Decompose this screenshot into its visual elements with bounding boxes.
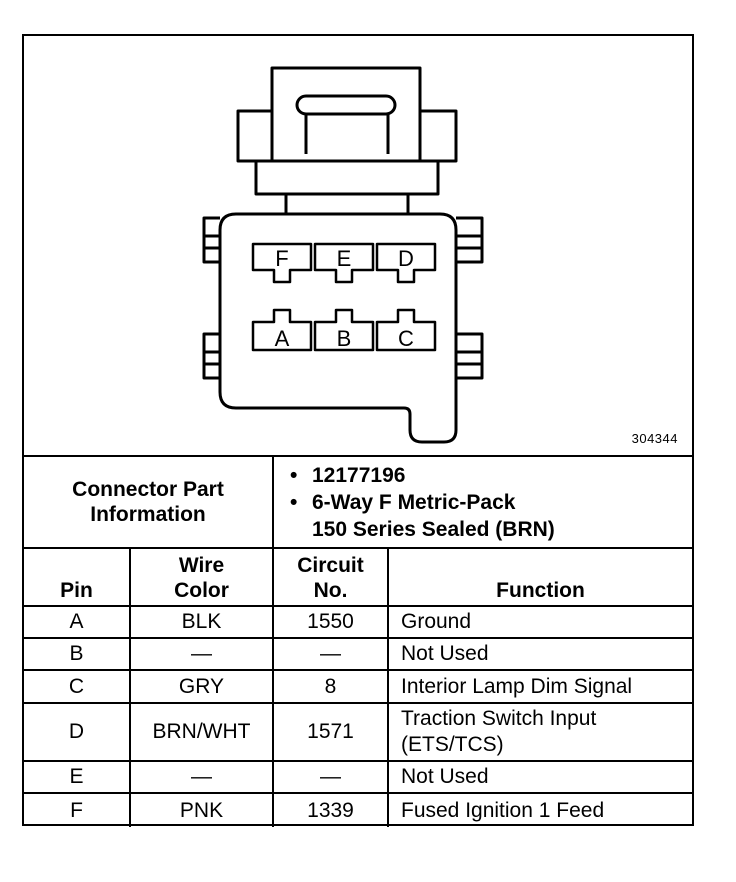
cell-pin: F (24, 792, 131, 827)
cavity-e (313, 242, 375, 284)
part-info-label: Connector Part Information (24, 455, 274, 549)
connector-neck (254, 159, 440, 196)
cell-color: GRY (129, 669, 274, 704)
cell-color: BLK (129, 605, 274, 639)
right-tab-bottom (456, 332, 484, 380)
cell-circuit: 1550 (272, 605, 389, 639)
part-info-items: •12177196 •6-Way F Metric-Pack 150 Serie… (271, 455, 693, 549)
right-shoulder (420, 109, 458, 163)
cell-function-line1: Traction Switch Input (401, 707, 597, 730)
pin-label-f: F (275, 246, 288, 271)
part-description-line2: 150 Series Sealed (BRN) (312, 517, 555, 541)
header-wire-line2: Color (174, 579, 229, 602)
cell-color: — (129, 760, 274, 794)
pin-label-a: A (275, 326, 290, 351)
connector-figure: F E D A B C 304344 Connector Part Inform… (22, 34, 694, 827)
cell-circuit: 1571 (272, 702, 389, 762)
header-function: Function (386, 547, 693, 607)
header-circuit-line2: No. (313, 579, 348, 602)
left-shoulder (236, 109, 272, 163)
cell-function: Ground (386, 605, 693, 639)
table-row: A BLK 1550 Ground (24, 605, 693, 639)
pin-label-d: D (398, 246, 414, 271)
cell-pin: A (24, 605, 131, 639)
latch-slot (295, 94, 397, 116)
cavity-c (375, 308, 437, 352)
part-info-label-line1: Connector Part (72, 478, 224, 501)
cavity-a (251, 308, 313, 352)
cell-circuit: — (272, 760, 389, 794)
header-circuit-line1: Circuit (297, 554, 364, 577)
latch-outline (270, 66, 422, 161)
table-row: B — — Not Used (24, 637, 693, 671)
cell-circuit: — (272, 637, 389, 671)
left-tab-bottom (202, 332, 220, 380)
header-pin: Pin (24, 547, 131, 607)
cell-pin: E (24, 760, 131, 794)
cell-function: Fused Ignition 1 Feed (386, 792, 693, 827)
cell-function: Not Used (386, 760, 693, 794)
cell-pin: B (24, 637, 131, 671)
cell-pin: C (24, 669, 131, 704)
cavity-f (251, 242, 313, 284)
neck-posts (284, 194, 410, 214)
part-info-label-line2: Information (90, 503, 206, 526)
latch-tongue (304, 114, 390, 154)
table-row: E — — Not Used (24, 760, 693, 794)
pin-label-c: C (398, 326, 414, 351)
cell-color: BRN/WHT (129, 702, 274, 762)
cell-function: Not Used (386, 637, 693, 671)
part-info-row: Connector Part Information •12177196 •6-… (24, 455, 693, 549)
table-row: F PNK 1339 Fused Ignition 1 Feed (24, 792, 693, 827)
header-wire-line1: Wire (178, 554, 225, 577)
diagram-code: 304344 (631, 431, 678, 446)
pin-label-b: B (337, 326, 352, 351)
cavity-d (375, 242, 437, 284)
cell-circuit: 8 (272, 669, 389, 704)
right-tab-top (456, 216, 484, 264)
cell-color: PNK (129, 792, 274, 827)
connector-drawing: F E D A B C (202, 66, 484, 444)
part-description-line1: 6-Way F Metric-Pack (312, 490, 516, 514)
pin-label-e: E (337, 246, 352, 271)
cell-circuit: 1339 (272, 792, 389, 827)
connector-diagram: F E D A B C 304344 (24, 36, 692, 455)
left-tab-top (202, 216, 220, 264)
cell-function-line2: (ETS/TCS) (401, 733, 504, 756)
cell-pin: D (24, 702, 131, 762)
cell-function: Traction Switch Input (ETS/TCS) (386, 702, 693, 762)
part-number: 12177196 (312, 463, 406, 487)
cell-color: — (129, 637, 274, 671)
table-row: C GRY 8 Interior Lamp Dim Signal (24, 669, 693, 704)
connector-table: Connector Part Information •12177196 •6-… (24, 455, 693, 827)
table-row: D BRN/WHT 1571 Traction Switch Input (ETS… (24, 702, 693, 762)
cell-function: Interior Lamp Dim Signal (386, 669, 693, 704)
cavity-b (313, 308, 375, 352)
